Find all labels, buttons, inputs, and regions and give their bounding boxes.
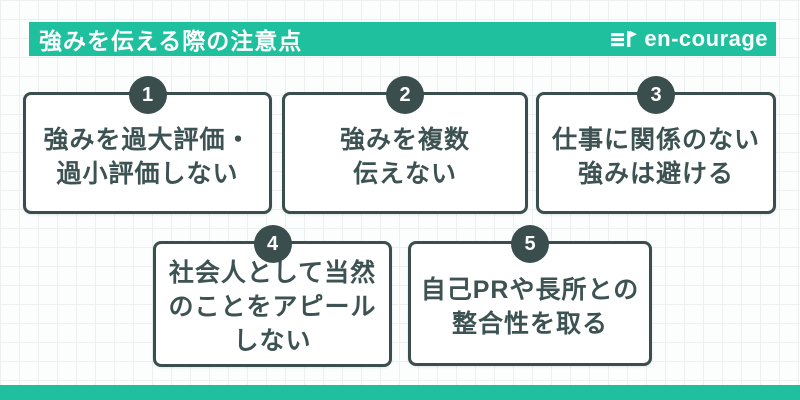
note-text-line: しない [233,327,312,355]
number-badge-5: 5 [511,225,549,263]
note-box-4: 4 社会人として当然 のことをアピール しない [153,225,392,367]
note-text-line: 過小評価しない [56,160,239,188]
footer-accent-bar [0,385,800,400]
note-box-3: 3 仕事に関係のない 強みは避ける [536,76,776,214]
en-courage-logo: en-courage [608,22,768,56]
note-text-line: のことをアピール [168,293,377,321]
note-text-line: 強みは避ける [577,160,734,188]
header-bar: 強みを伝える際の注意点 en-courage [29,22,776,56]
note-text-line: 強みを過大評価・ [43,126,252,154]
number-badge-2: 2 [386,76,424,114]
note-text-line: 伝えない [352,160,457,188]
note-text-line: 自己PRや長所との [420,275,640,304]
book-logo-icon [608,27,638,51]
note-text-line: 強みを複数 [339,126,470,154]
note-box-2: 2 強みを複数 伝えない [282,76,528,214]
page-title: 強みを伝える際の注意点 [39,28,303,54]
note-text-line: 整合性を取る [451,309,608,338]
number-badge-1: 1 [128,76,167,114]
note-box-5: 5 自己PRや長所との 整合性を取る [408,225,652,366]
note-text-line: 仕事に関係のない [551,126,760,154]
number-badge-3: 3 [637,76,675,114]
logo-text: en-courage [644,26,768,51]
number-badge-4: 4 [253,225,292,263]
note-text-line: 社会人として当然 [168,259,377,287]
note-box-1: 1 強みを過大評価・ 過小評価しない [23,76,272,214]
